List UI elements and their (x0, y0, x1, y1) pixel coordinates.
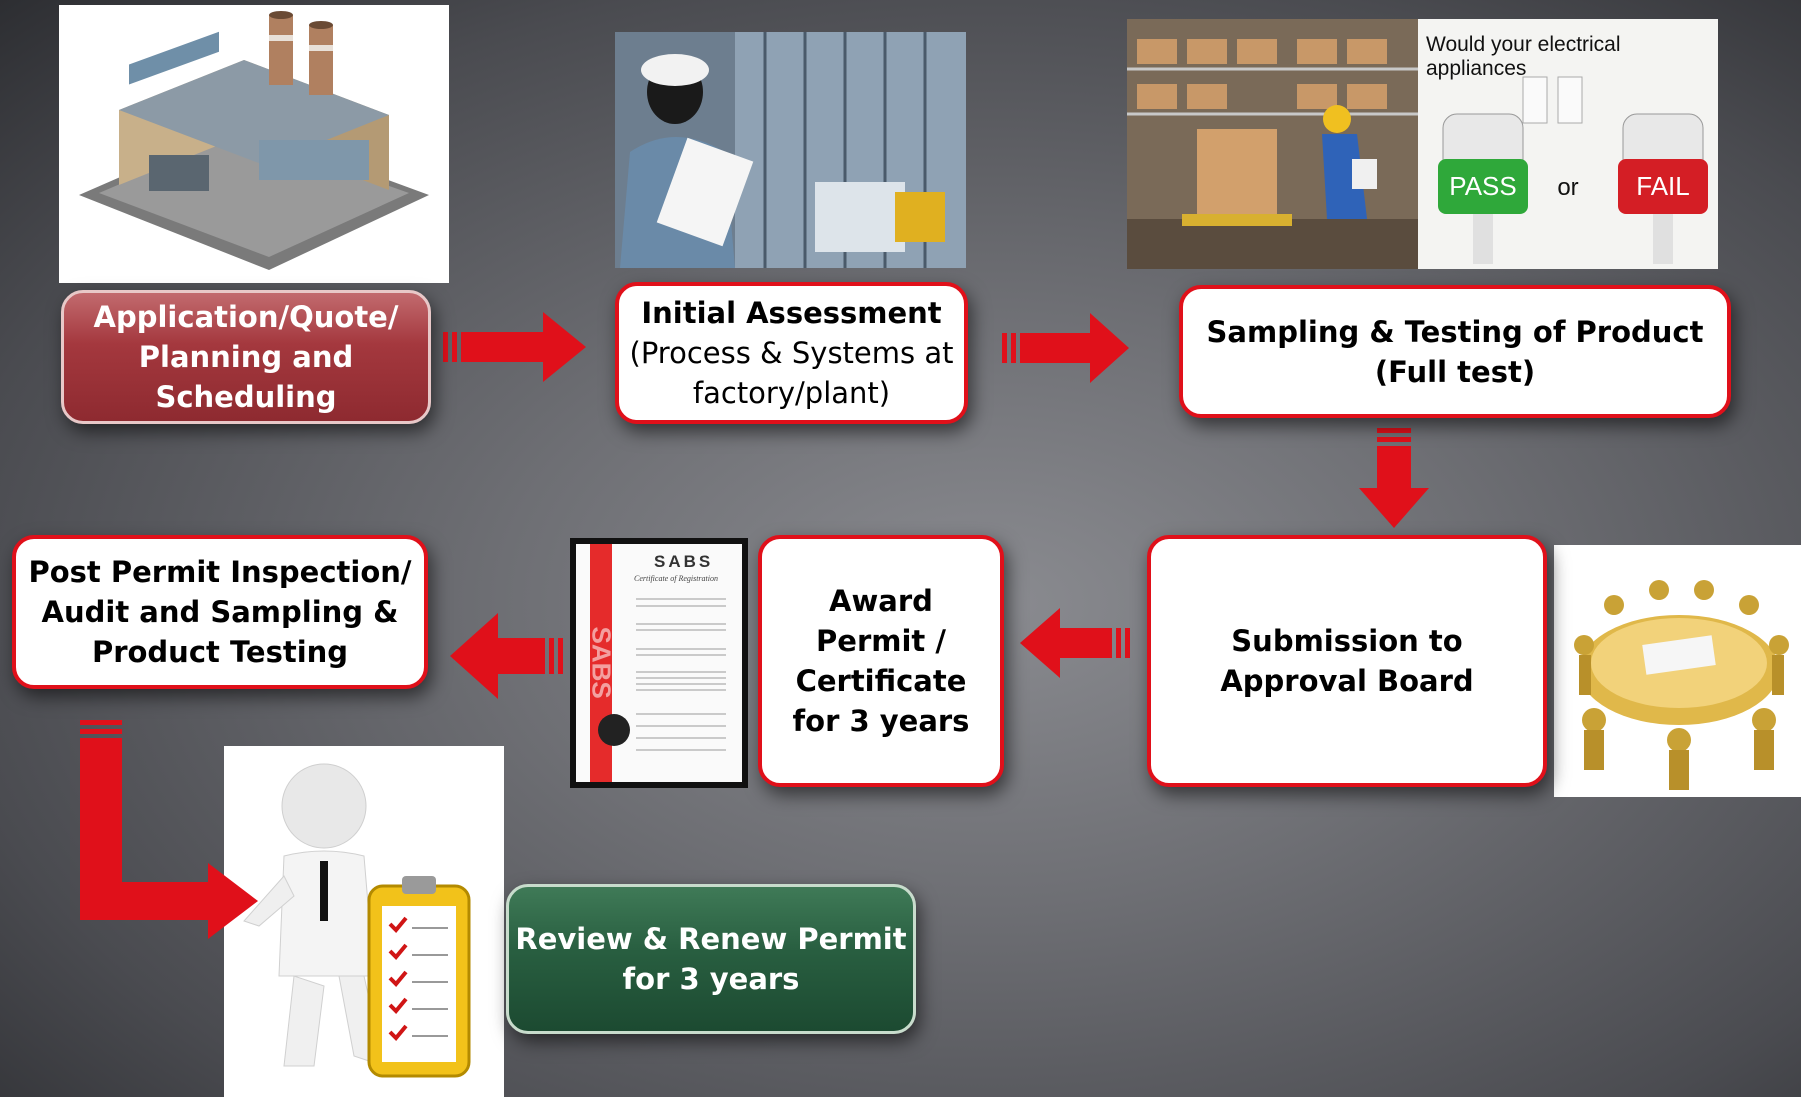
warehouse-image (1127, 19, 1418, 269)
step-submission: Submission to Approval Board (1147, 535, 1547, 787)
step-initial-title: Initial Assessment (641, 296, 942, 330)
or-label: or (1557, 174, 1579, 201)
certificate-subtitle: Certificate of Registration (634, 574, 718, 583)
arrow-right-1 (443, 312, 586, 382)
step-review-label: Review & Renew Permit for 3 years (515, 922, 907, 996)
step-sampling-label: Sampling & Testing of Product (Full test… (1206, 314, 1704, 389)
step-award-permit: Award Permit / Certificate for 3 years (758, 535, 1004, 787)
step-post-permit: Post Permit Inspection/ Audit and Sampli… (12, 535, 428, 689)
certificate-image: SABS SABS Certificate of Registration (570, 538, 748, 788)
pass-fail-heading: Would your electrical appliances (1426, 33, 1621, 80)
arrow-right-2 (1002, 313, 1129, 383)
arrow-left-1 (1020, 608, 1130, 678)
step-award-label: Award Permit / Certificate for 3 years (792, 584, 970, 738)
step-sampling-testing: Sampling & Testing of Product (Full test… (1179, 285, 1731, 418)
step-application-label: Application/Quote/ Planning and Scheduli… (93, 300, 399, 414)
factory-image (59, 5, 449, 283)
arrow-left-2 (450, 613, 563, 699)
arrow-elbow-down-right (80, 720, 258, 939)
step-initial-assessment: Initial Assessment (Process & Systems at… (615, 282, 968, 424)
checklist-person-image (224, 746, 504, 1097)
fail-label: FAIL (1636, 171, 1690, 201)
step-review-renew: Review & Renew Permit for 3 years (506, 884, 916, 1034)
step-application: Application/Quote/ Planning and Scheduli… (61, 290, 431, 424)
arrow-down-1 (1359, 428, 1429, 528)
pass-fail-image: Would your electrical appliances PASS or… (1418, 19, 1718, 269)
pass-label: PASS (1449, 171, 1517, 201)
inspector-image (615, 32, 966, 268)
board-meeting-image (1554, 545, 1801, 797)
step-initial-body: (Process & Systems at factory/plant) (629, 336, 954, 410)
certificate-brand: SABS (654, 552, 714, 571)
step-submission-label: Submission to Approval Board (1220, 624, 1474, 698)
step-post-permit-label: Post Permit Inspection/ Audit and Sampli… (28, 555, 412, 669)
